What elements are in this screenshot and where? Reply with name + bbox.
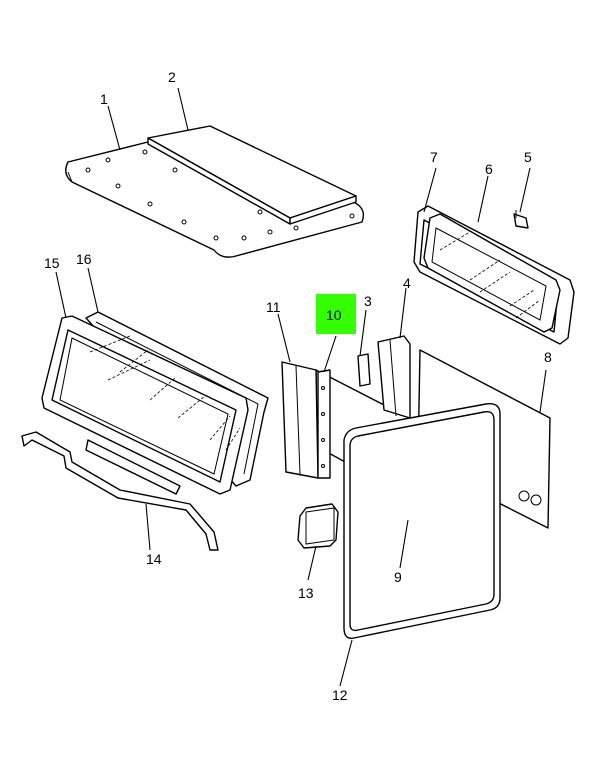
callout-10-highlight[interactable] [316, 294, 356, 334]
part-2-roof-top [147, 125, 357, 225]
part-11-left-post [281, 361, 319, 479]
callout-7[interactable]: 7 [430, 149, 438, 165]
part-15-window-assembly [41, 315, 249, 495]
callout-4[interactable]: 4 [403, 275, 411, 291]
callout-10[interactable]: 10 [326, 307, 342, 323]
part-12-frame-seal [343, 403, 501, 639]
callout-16[interactable]: 16 [76, 251, 92, 267]
callout-15[interactable]: 15 [44, 255, 60, 271]
callout-11[interactable]: 11 [266, 299, 281, 315]
callout-5[interactable]: 5 [524, 149, 532, 165]
part-1-roof-plate [65, 141, 365, 258]
callout-14[interactable]: 14 [146, 551, 162, 567]
callout-3[interactable]: 3 [364, 293, 372, 309]
leader-lines [55, 87, 547, 687]
callout-9[interactable]: 9 [394, 569, 402, 585]
callout-13[interactable]: 13 [298, 585, 314, 601]
part-6-side-window-glass [423, 213, 561, 333]
callout-2[interactable]: 2 [168, 69, 176, 85]
callout-1[interactable]: 1 [100, 91, 108, 107]
part-3-bracket [357, 353, 371, 387]
callout-12[interactable]: 12 [332, 687, 348, 703]
callout-6[interactable]: 6 [485, 161, 493, 177]
part-13-block [297, 503, 339, 549]
callout-labels: 1 2 3 4 5 6 7 8 9 10 11 12 13 14 15 16 [44, 69, 552, 703]
part-10-strip [317, 369, 331, 479]
callout-8[interactable]: 8 [544, 349, 552, 365]
part-14-support-rod [21, 431, 219, 551]
part-5-clip [513, 210, 529, 229]
